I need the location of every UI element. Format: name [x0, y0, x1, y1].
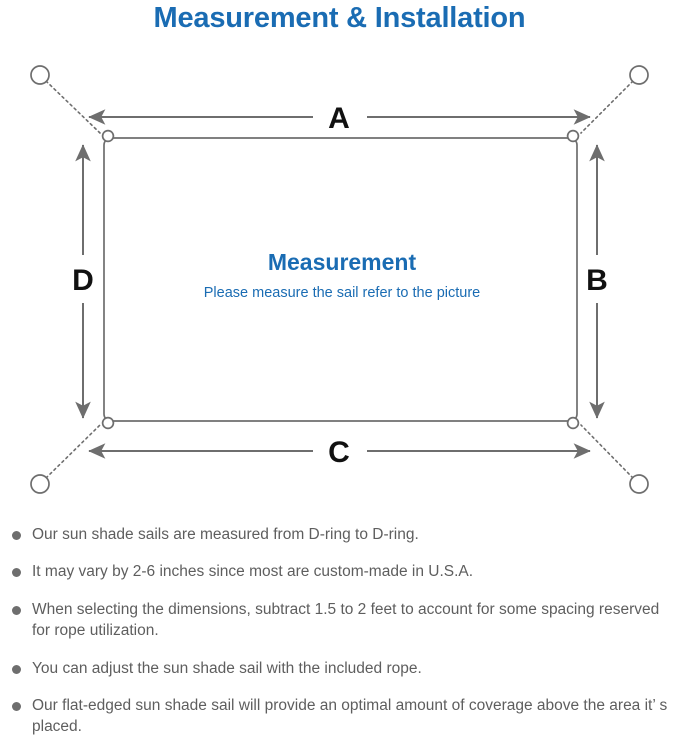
measurement-diagram: A C D B Measurement Please measure the s…	[0, 48, 679, 510]
anchor-top-left	[30, 65, 50, 85]
note-text: You can adjust the sun shade sail with t…	[32, 659, 422, 677]
ring-bottom-right	[566, 416, 580, 430]
note-text: Our sun shade sails are measured from D-…	[32, 526, 419, 543]
shade-sail-rectangle	[103, 137, 578, 422]
list-item: You can adjust the sun shade sail with t…	[0, 658, 679, 679]
corner-d-rings	[101, 129, 580, 430]
dimension-d-label: D	[72, 264, 94, 297]
diagram-center-heading: Measurement	[268, 249, 417, 275]
rope-line-top-left	[45, 80, 101, 134]
bullet-icon	[12, 701, 21, 711]
note-text: It may vary by 2-6 inches since most are…	[32, 563, 474, 581]
notes-list: Our sun shade sails are measured from D-…	[0, 524, 679, 754]
dimension-c-label: C	[328, 436, 350, 469]
bullet-icon	[12, 531, 21, 540]
diagram-center-subheading: Please measure the sail refer to the pic…	[204, 285, 480, 301]
list-item: Our sun shade sails are measured from D-…	[0, 524, 679, 545]
bullet-icon	[12, 664, 21, 674]
ring-top-left	[101, 129, 115, 143]
bullet-icon	[12, 568, 21, 578]
anchor-bottom-right	[629, 474, 649, 494]
list-item: When selecting the dimensions, subtract …	[0, 599, 679, 642]
anchor-top-right	[629, 65, 649, 85]
rope-line-bottom-left	[45, 424, 101, 479]
note-text: When selecting the dimensions, subtract …	[32, 600, 660, 640]
rope-line-bottom-right	[580, 424, 634, 479]
rope-line-top-right	[580, 80, 634, 134]
ring-top-right	[566, 129, 580, 143]
list-item: It may vary by 2-6 inches since most are…	[0, 561, 679, 582]
dimension-c: C	[88, 436, 591, 469]
dimension-d: D	[72, 144, 94, 419]
page-title: Measurement & Installation	[153, 2, 526, 34]
note-text: Our flat-edged sun shade sail will provi…	[32, 696, 668, 736]
dimension-a: A	[88, 102, 591, 135]
dimension-a-label: A	[328, 102, 350, 135]
bullet-icon	[12, 605, 21, 615]
dimension-b: B	[586, 144, 608, 419]
ring-bottom-left	[101, 416, 115, 430]
anchor-bottom-left	[30, 474, 50, 494]
list-item: Our flat-edged sun shade sail will provi…	[0, 695, 679, 738]
anchor-points	[30, 65, 649, 494]
dimension-b-label: B	[586, 264, 608, 297]
